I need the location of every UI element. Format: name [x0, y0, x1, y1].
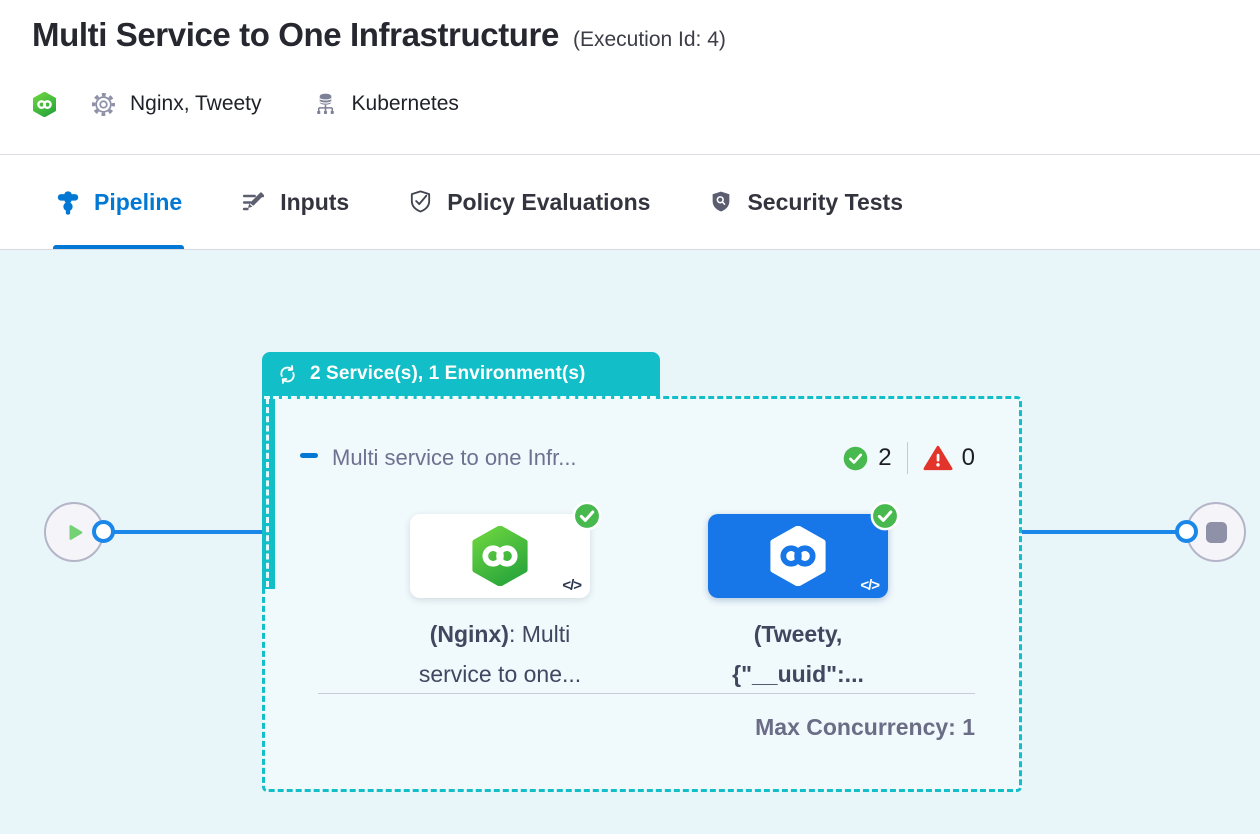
tab-bar: Pipeline Inputs [0, 155, 1260, 250]
gear-icon [90, 91, 117, 118]
environment-name: Kubernetes [351, 92, 459, 115]
policy-evaluations-tab-icon [407, 188, 434, 216]
tab-security-tests[interactable]: Security Tests [708, 155, 903, 249]
security-tests-tab-icon [708, 188, 734, 216]
connector-port-left [92, 520, 115, 543]
tab-security-tests-label: Security Tests [747, 188, 903, 215]
tab-pipeline-label: Pipeline [94, 188, 183, 215]
collapse-stage-button[interactable] [300, 453, 318, 458]
tab-inputs[interactable]: Inputs [240, 155, 349, 249]
header: Multi Service to One Infrastructure (Exe… [0, 0, 1260, 155]
max-concurrency-label: Max Concurrency: 1 [755, 714, 975, 740]
execution-id: (Execution Id: 4) [572, 28, 726, 51]
stage-footer-divider [318, 693, 975, 694]
harness-deploy-icon-white [768, 526, 828, 586]
node-success-badge [572, 501, 602, 531]
success-count-icon [842, 445, 869, 472]
tab-policy-evaluations-label: Policy Evaluations [447, 188, 651, 215]
code-icon: </> [562, 577, 582, 594]
connector-line-left [112, 530, 262, 534]
tab-pipeline[interactable]: Pipeline [53, 155, 185, 249]
play-icon [63, 521, 86, 544]
stage-title: Multi service to one Infr... [332, 445, 577, 470]
service-node-label-nginx: (Nginx): Multi service to one... [418, 621, 582, 687]
stage-group-border [262, 396, 1022, 792]
connector-line-right [1022, 530, 1178, 534]
stage-status-summary: 2 0 [842, 441, 975, 475]
stage-group-badge[interactable]: 2 Service(s), 1 Environment(s) [262, 352, 660, 396]
service-node-tweety[interactable]: </> [708, 501, 900, 598]
connector-port-right [1175, 520, 1198, 543]
active-tab-underline [53, 245, 185, 249]
success-count: 2 [878, 444, 892, 471]
stop-icon [1205, 521, 1227, 543]
failure-count: 0 [961, 444, 975, 471]
harness-service-icon [32, 91, 57, 117]
infrastructure-icon [312, 91, 339, 118]
stage-group-dash-overlay-horizontal [264, 396, 656, 399]
harness-deploy-icon-green [470, 526, 530, 586]
status-divider [906, 442, 908, 474]
tab-policy-evaluations[interactable]: Policy Evaluations [407, 155, 650, 249]
header-meta: Nginx, Tweety Kubernetes [32, 87, 1228, 121]
services-list: Nginx, Tweety [130, 92, 262, 115]
inputs-tab-icon [240, 189, 267, 216]
title-row: Multi Service to One Infrastructure (Exe… [32, 14, 1228, 56]
loop-icon [276, 363, 299, 386]
stage-group-badge-label: 2 Service(s), 1 Environment(s) [310, 363, 586, 384]
code-icon: </> [860, 577, 880, 594]
tab-inputs-label: Inputs [280, 188, 350, 215]
node-success-badge [870, 501, 900, 531]
pipeline-tab-icon [55, 188, 81, 216]
service-node-label-tweety: (Tweety, {"__uuid":... [732, 621, 864, 687]
pipeline-canvas[interactable]: 2 Service(s), 1 Environment(s) Multi ser… [0, 250, 1260, 834]
stage-group-dash-overlay-vertical [266, 398, 269, 587]
page-title: Multi Service to One Infrastructure [32, 16, 559, 53]
failure-count-icon [923, 444, 953, 472]
service-node-nginx[interactable]: </> [410, 501, 602, 598]
